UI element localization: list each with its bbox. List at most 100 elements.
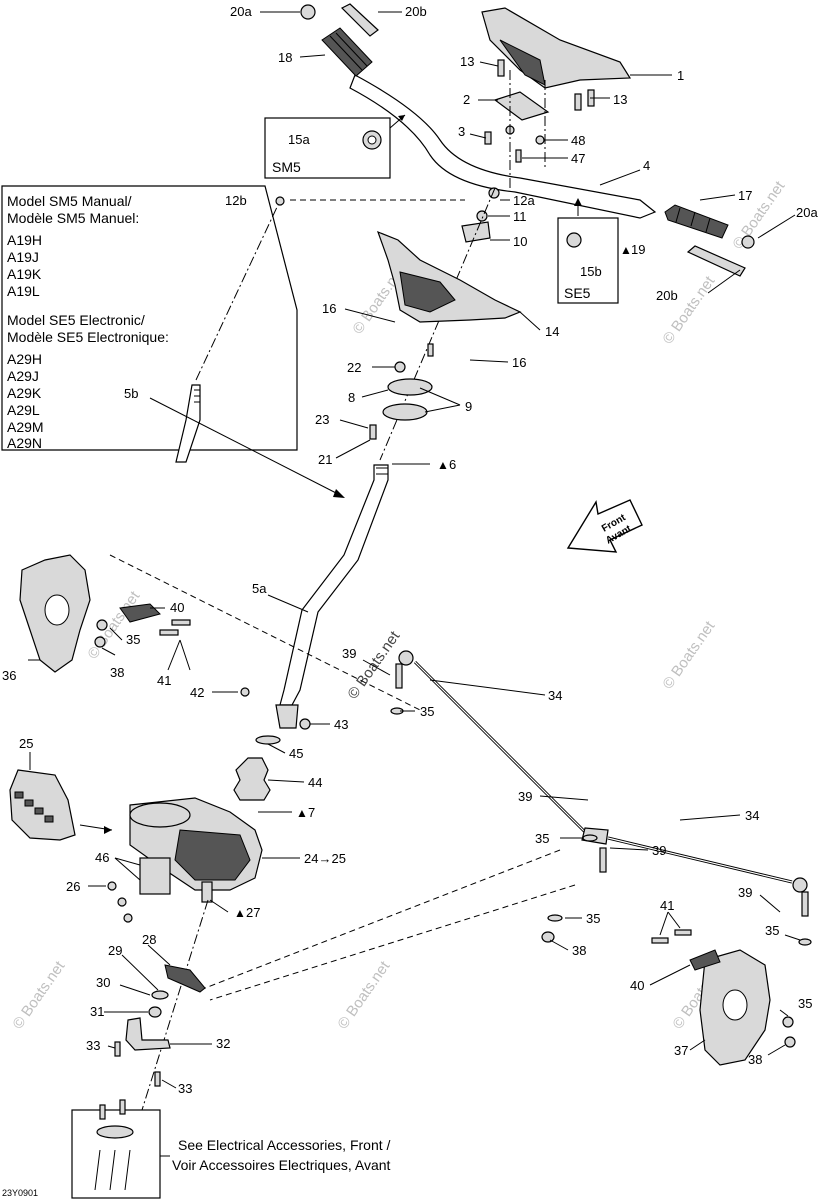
callout-9: 9 (465, 399, 472, 414)
module-25 (9, 769, 76, 841)
callout-39: 39 (652, 843, 666, 858)
callout-35: 35 (798, 996, 812, 1011)
lower-column (114, 899, 209, 1181)
bolt-41 (171, 619, 191, 626)
callout-35: 35 (765, 923, 779, 938)
callout-21: 21 (318, 452, 332, 467)
callout-25: 25 (19, 736, 33, 751)
bearing-8 (387, 378, 433, 396)
arm-40 (689, 949, 721, 971)
tie-rod-stud (801, 891, 809, 917)
callout-48: 48 (571, 133, 585, 148)
bracket-32 (125, 1017, 171, 1051)
tie-rod-end (792, 877, 808, 893)
bushing-15b (566, 232, 582, 248)
washer-35 (547, 914, 563, 922)
pitman-arm-28 (164, 964, 206, 993)
se5-label: SE5 (564, 285, 591, 301)
callout-19: 19 (631, 242, 645, 257)
callout-17: 17 (738, 188, 752, 203)
boot-44 (233, 757, 271, 801)
callout-35: 35 (535, 831, 549, 846)
eps-motor (129, 802, 191, 828)
callout-32: 32 (216, 1036, 230, 1051)
callout-23: 23 (315, 412, 329, 427)
model-code: A19J (7, 249, 39, 265)
model-code: A19H (7, 232, 42, 248)
callout-40: 40 (630, 978, 644, 993)
callout-34: 34 (745, 808, 759, 823)
callout-47: 47 (571, 151, 585, 166)
washer-35 (96, 619, 108, 631)
shaft-5b (175, 384, 201, 463)
se5-box: SE5 (557, 198, 619, 304)
callout-2: 2 (463, 92, 470, 107)
nut-31 (148, 1006, 162, 1018)
oil-drop-icon: ▲ (437, 458, 449, 472)
oil-drop-icon: ▲ (620, 243, 632, 257)
steering-cover-14-inner (399, 271, 456, 313)
callout-7: 7 (308, 805, 315, 820)
electrical-box: See Electrical Accessories, Front / Voir… (71, 1099, 391, 1199)
callout-30: 30 (96, 975, 110, 990)
callout-45: 45 (289, 746, 303, 761)
callout-10: 10 (513, 234, 527, 249)
model-code: A19L (7, 283, 40, 299)
output-shaft (201, 881, 213, 903)
tie-rod-end (398, 650, 414, 666)
steering-gear (9, 769, 263, 923)
callout-1: 1 (677, 68, 684, 83)
bolt (515, 149, 522, 163)
sm5-box: SM5 (264, 114, 406, 179)
front-arrow: Front Avant (566, 499, 643, 553)
callout-18: 18 (278, 50, 292, 65)
bolt-41 (674, 929, 692, 936)
watermark: © Boats.net (84, 587, 143, 662)
callout-41: 41 (157, 673, 171, 688)
callout-35: 35 (586, 911, 600, 926)
bolt-33 (114, 1041, 121, 1057)
upper-column (275, 187, 522, 461)
electrical-note-2: Voir Accessoires Electriques, Avant (172, 1157, 391, 1173)
callout-36: 36 (2, 668, 16, 683)
tie-rods (199, 650, 812, 1001)
model-code: A29H (7, 351, 42, 367)
stud-39 (599, 847, 607, 873)
watermark: © Boats.net (9, 957, 68, 1032)
electronic-title-2: Modèle SE5 Electronique: (7, 329, 169, 345)
model-code: A29N (7, 435, 42, 451)
end-bolt-top (340, 3, 379, 37)
callout-38: 38 (572, 943, 586, 958)
sm5-label: SM5 (272, 159, 301, 175)
eps-body (174, 829, 251, 881)
callout-20b: 20b (405, 4, 427, 19)
oil-drop-icon: ▲ (296, 806, 308, 820)
callout-43: 43 (334, 717, 348, 732)
callout-33: 33 (86, 1038, 100, 1053)
callout-34: 34 (548, 688, 562, 703)
callout-26: 26 (66, 879, 80, 894)
steering-cover-14 (376, 230, 522, 323)
bolt-26 (123, 913, 133, 923)
bolt-26 (117, 897, 127, 907)
watermark: © Boats.net (344, 627, 403, 702)
callout-3: 3 (458, 124, 465, 139)
model-code: A29K (7, 385, 42, 401)
callout-38: 38 (748, 1052, 762, 1067)
ring-45 (255, 735, 281, 745)
watermark: © Boats.net (659, 272, 718, 347)
callout-42: 42 (190, 685, 204, 700)
bolt (497, 59, 505, 77)
electrical-note-1: See Electrical Accessories, Front / (178, 1137, 391, 1153)
callout-37: 37 (674, 1043, 688, 1058)
knuckle-right (651, 929, 796, 1066)
handlebar-group (300, 3, 755, 277)
grip-right (664, 204, 729, 239)
callout-33: 33 (178, 1081, 192, 1096)
manual-title-2: Modèle SM5 Manuel: (7, 210, 139, 226)
model-box: Model SM5 Manual/ Modèle SM5 Manuel: A19… (1, 185, 298, 463)
bolt-41 (159, 629, 179, 636)
callout-8: 8 (348, 390, 355, 405)
bearing-9 (382, 403, 428, 421)
